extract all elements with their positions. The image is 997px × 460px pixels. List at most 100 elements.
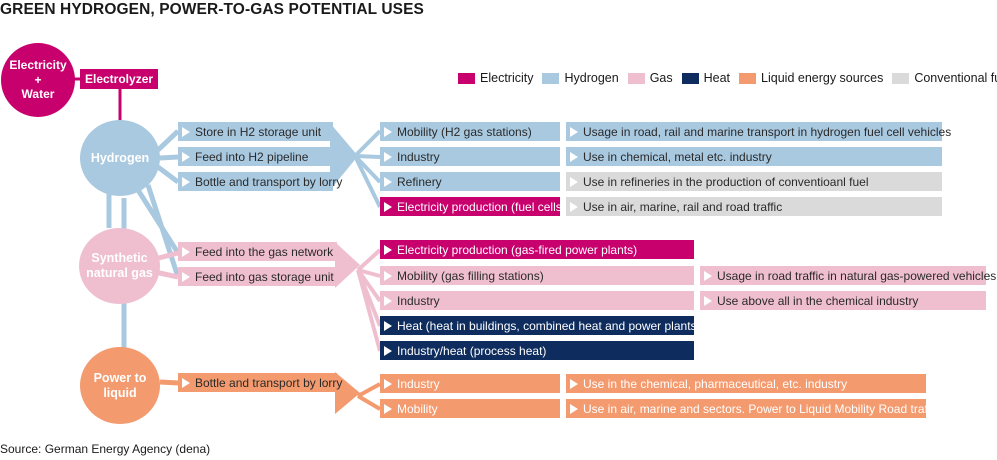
- liquid-use-mobility: Mobility: [380, 399, 560, 418]
- hydrogen-link: [156, 165, 180, 184]
- gas-detail-industry: Use above all in the chemical industry: [700, 291, 986, 310]
- gas-use-mobility: Mobility (gas filling stations): [380, 266, 694, 285]
- play-arrow-icon: [570, 126, 578, 137]
- bar-label: Industry: [397, 149, 440, 164]
- bar-label: Usage in road traffic in natural gas-pow…: [717, 268, 997, 283]
- play-arrow-icon: [570, 176, 578, 187]
- hydrogen-to-gas-storage-line: [145, 184, 181, 278]
- hydrogen-detail-traffic: Use in air, marine, rail and road traffi…: [566, 197, 942, 216]
- legend-item-hydrogen: Hydrogen: [542, 71, 619, 85]
- legend-swatch: [892, 72, 910, 84]
- bar-label: Feed into gas storage unit: [195, 269, 334, 284]
- legend-label: Electricity: [480, 71, 534, 85]
- gas-use-industry: Industry: [380, 291, 694, 310]
- play-arrow-icon: [384, 295, 392, 306]
- gas-use-heat: Heat (heat in buildings, combined heat a…: [380, 316, 701, 335]
- electrolyzer-label: Electrolyzer: [80, 69, 159, 89]
- bar-label: Feed into H2 pipeline: [195, 149, 309, 164]
- hydrogen-detail-industry: Use in chemical, metal etc. industry: [566, 147, 942, 166]
- legend-label: Gas: [649, 71, 673, 85]
- bar-label: Refinery: [397, 174, 442, 189]
- bar-label: Use in air, marine and sectors. Power to…: [583, 401, 940, 416]
- play-arrow-icon: [384, 403, 392, 414]
- legend-swatch: [739, 72, 757, 84]
- liquid-use-line: [356, 394, 382, 411]
- play-arrow-icon: [704, 270, 712, 281]
- bar-label: Industry: [397, 293, 440, 308]
- gas-use-line: [357, 268, 381, 278]
- legend-item-liquid: Liquid energy sources: [739, 71, 883, 85]
- liquid-use-line: [357, 382, 381, 398]
- bar-label: Mobility (gas filling stations): [397, 268, 544, 283]
- bar-label: Use in chemical, metal etc. industry: [583, 149, 772, 164]
- play-arrow-icon: [704, 295, 712, 306]
- liquid-merge-arrow: [335, 372, 360, 414]
- legend-swatch: [681, 72, 699, 84]
- play-arrow-icon: [182, 246, 190, 257]
- legend-label: Heat: [703, 71, 731, 85]
- liquid-detail-mobility: Use in air, marine and sectors. Power to…: [566, 399, 940, 418]
- legend-item-heat: Heat: [681, 71, 731, 85]
- play-arrow-icon: [384, 378, 392, 389]
- liquid-path-lorry: Bottle and transport by lorry: [178, 373, 342, 392]
- bar-label: Store in H2 storage unit: [195, 124, 322, 139]
- bar-label: Mobility: [397, 401, 438, 416]
- play-arrow-icon: [182, 377, 190, 388]
- hydrogen-use-line: [354, 154, 381, 159]
- hydrogen-use-electricity: Electricity production (fuel cells): [380, 197, 566, 216]
- liquid-link: [159, 379, 179, 386]
- legend-label: Hydrogen: [564, 71, 619, 85]
- hydrogen-link: [159, 154, 179, 161]
- play-arrow-icon: [570, 151, 578, 162]
- bar-label: Industry/heat (process heat): [397, 343, 547, 358]
- play-arrow-icon: [570, 403, 578, 414]
- gas-use-line: [356, 248, 382, 272]
- play-arrow-icon: [182, 151, 190, 162]
- page-title: GREEN HYDROGEN, POWER-TO-GAS POTENTIAL U…: [0, 1, 424, 18]
- bar-label: Mobility (H2 gas stations): [397, 124, 532, 139]
- hydrogen-detail-mobility: Usage in road, rail and marine transport…: [566, 122, 951, 141]
- bar-label: Bottle and transport by lorry: [195, 375, 343, 390]
- play-arrow-icon: [182, 126, 190, 137]
- bar-label: Usage in road, rail and marine transport…: [583, 124, 952, 139]
- hydrogen-path-storage: Store in H2 storage unit: [178, 122, 333, 141]
- liquid-detail-industry: Use in the chemical, pharmaceutical, etc…: [566, 374, 926, 393]
- play-arrow-icon: [570, 201, 578, 212]
- legend-swatch: [542, 72, 560, 84]
- play-arrow-icon: [384, 320, 392, 331]
- hydrogen-use-refinery: Refinery: [380, 172, 560, 191]
- hydrogen-detail-refinery: Use in refineries in the production of c…: [566, 172, 942, 191]
- legend-swatch: [458, 72, 475, 84]
- legend-label: Conventional fuels: [914, 71, 997, 85]
- legend-label: Liquid energy sources: [761, 71, 884, 85]
- bar-label: Use in refineries in the production of c…: [583, 174, 869, 189]
- gas-use-line: [356, 269, 382, 352]
- bar-label: Use in the chemical, pharmaceutical, etc…: [583, 376, 848, 391]
- play-arrow-icon: [384, 126, 392, 137]
- play-arrow-icon: [182, 176, 190, 187]
- play-arrow-icon: [570, 378, 578, 389]
- play-arrow-icon: [384, 151, 392, 162]
- play-arrow-icon: [384, 176, 392, 187]
- electricity-water-node: Electricity + Water: [1, 43, 75, 117]
- play-arrow-icon: [384, 244, 392, 255]
- hydrogen-path-pipeline: Feed into H2 pipeline: [178, 147, 333, 166]
- play-arrow-icon: [384, 201, 392, 212]
- legend-item-gas: Gas: [627, 71, 673, 85]
- hydrogen-node: Hydrogen: [80, 120, 160, 196]
- play-arrow-icon: [182, 271, 190, 282]
- gas-detail-mobility: Usage in road traffic in natural gas-pow…: [700, 266, 996, 285]
- hydrogen-merge-arrow: [330, 123, 358, 190]
- bar-label: Heat (heat in buildings, combined heat a…: [397, 318, 701, 333]
- hydrogen-link: [156, 129, 180, 152]
- gas-use-electricity: Electricity production (gas-fired power …: [380, 240, 694, 259]
- bar-label: Feed into the gas network: [195, 244, 334, 259]
- hydrogen-use-line: [353, 129, 382, 158]
- gas-use-process-heat: Industry/heat (process heat): [380, 341, 694, 360]
- legend-item-electricity: Electricity: [458, 71, 533, 85]
- hydrogen-use-industry: Industry: [380, 147, 560, 166]
- legend-item-conventional: Conventional fuels: [892, 71, 997, 85]
- gas-merge-arrow: [335, 242, 360, 288]
- legend: Electricity Hydrogen Gas Heat Liquid ene…: [458, 71, 997, 85]
- gas-path-storage: Feed into gas storage unit: [178, 267, 337, 286]
